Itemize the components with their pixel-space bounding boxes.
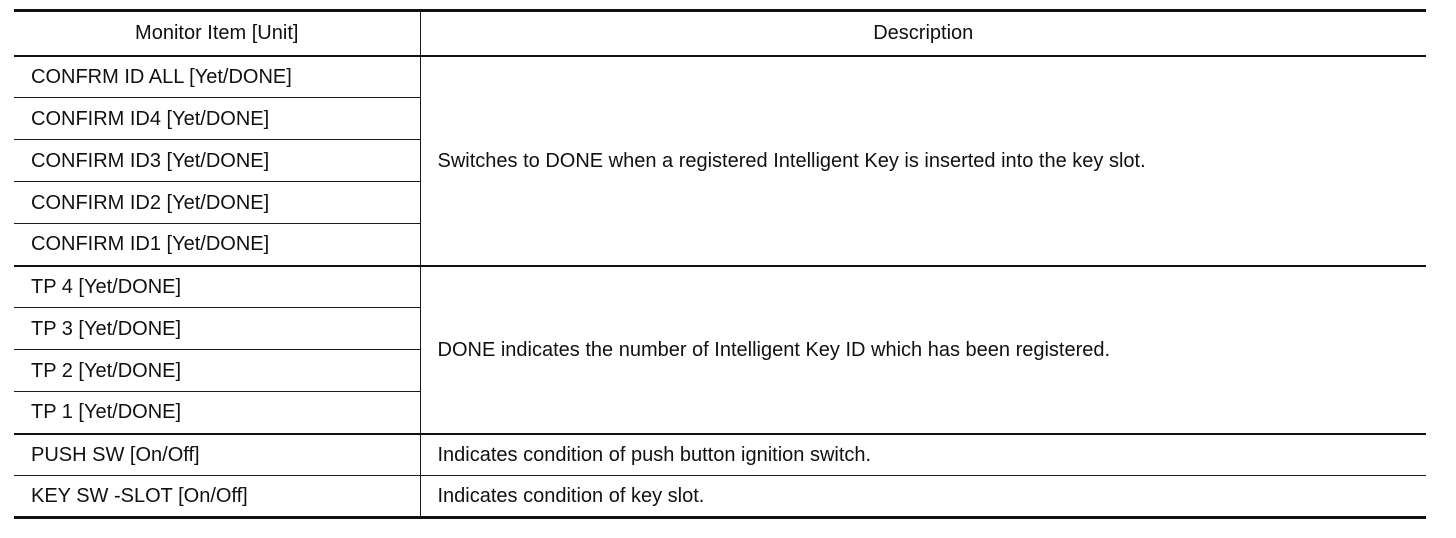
table-row: KEY SW -SLOT [On/Off] Indicates conditio…	[14, 475, 1426, 519]
monitor-item-cell: CONFIRM ID2 [Yet/DONE]	[14, 181, 420, 224]
description-cell: Indicates condition of push button ignit…	[419, 432, 1426, 476]
table-row: CONFIRM ID4 [Yet/DONE]	[14, 97, 1426, 140]
monitor-item-table: Monitor Item [Unit] Description CONFRM I…	[14, 9, 1426, 519]
monitor-item-cell: KEY SW -SLOT [On/Off]	[14, 475, 421, 519]
monitor-item-cell: TP 3 [Yet/DONE]	[14, 307, 420, 350]
monitor-item-cell: CONFIRM ID4 [Yet/DONE]	[14, 97, 420, 140]
table-row: CONFIRM ID3 [Yet/DONE]	[14, 139, 1426, 182]
table-row: TP 4 [Yet/DONE] DONE indicates the numbe…	[14, 264, 1426, 434]
table-row: CONFRM ID ALL [Yet/DONE] Switches to DON…	[14, 54, 1426, 266]
column-header-monitor-item: Monitor Item [Unit]	[14, 9, 421, 57]
monitor-item-cell: CONFIRM ID1 [Yet/DONE]	[14, 223, 420, 266]
column-header-description: Description	[419, 9, 1426, 57]
table-row: PUSH SW [On/Off] Indicates condition of …	[14, 432, 1426, 476]
monitor-item-cell: PUSH SW [On/Off]	[14, 432, 421, 476]
description-cell: Indicates condition of key slot.	[419, 475, 1426, 519]
monitor-item-table-container: Monitor Item [Unit] Description CONFRM I…	[14, 9, 1426, 519]
monitor-item-cell: CONFRM ID ALL [Yet/DONE]	[14, 54, 421, 98]
monitor-item-cell: CONFIRM ID3 [Yet/DONE]	[14, 139, 420, 182]
description-cell: Switches to DONE when a registered Intel…	[419, 54, 1426, 266]
monitor-item-cell: TP 4 [Yet/DONE]	[14, 264, 421, 308]
table-row: TP 2 [Yet/DONE]	[14, 349, 1426, 392]
monitor-item-cell: TP 2 [Yet/DONE]	[14, 349, 420, 392]
description-cell: DONE indicates the number of Intelligent…	[419, 264, 1426, 434]
monitor-item-cell: TP 1 [Yet/DONE]	[14, 391, 420, 434]
header-row: Monitor Item [Unit] Description	[14, 9, 1426, 57]
